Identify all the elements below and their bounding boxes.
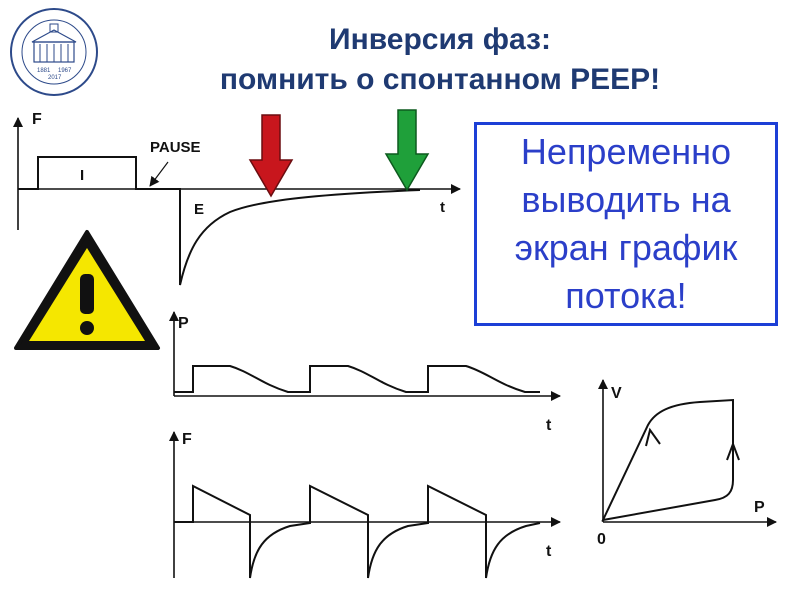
pressure-curve [174, 365, 540, 393]
pressure-x-label: t [546, 417, 552, 434]
title-line-2: помнить о спонтанном PEEP! [219, 63, 661, 96]
note-line-4: потока! [565, 275, 687, 316]
loop-arrow-down [645, 427, 661, 447]
red-arrow-down-icon [248, 114, 294, 198]
inspiration-label: I [80, 167, 84, 184]
loop-y-label: V [611, 385, 622, 402]
university-logo-icon: 1881 1967 2017 [10, 8, 98, 96]
loop-origin-label: 0 [597, 531, 606, 548]
green-arrow-down-icon [384, 109, 430, 192]
pressure-y-label: P [178, 315, 189, 332]
warning-icon [14, 230, 160, 350]
logo-year-bottom: 2017 [48, 75, 62, 81]
flow-x-label: t [440, 199, 445, 216]
flow-y-label: F [32, 111, 42, 128]
loop-x-label: P [754, 499, 765, 516]
flow2-curve [174, 484, 541, 579]
slide-title: Инверсия фаз: помнить о спонтанном PEEP! [110, 20, 770, 100]
note-box: Непременно выводить на экран график пото… [474, 122, 778, 326]
pause-label: PAUSE [150, 139, 201, 156]
loop-arrow-up [726, 441, 740, 461]
pv-loop-chart: V P 0 [597, 379, 777, 548]
title-line-1: Инверсия фаз: [329, 23, 551, 56]
pause-pointer-arrow [149, 161, 169, 187]
note-line-3: экран график [514, 227, 738, 268]
flow-chart-bottom: F t [169, 431, 561, 579]
pressure-chart: P t [169, 311, 561, 434]
expiration-label: E [194, 201, 204, 218]
flow2-x-label: t [546, 543, 552, 560]
flow-curve [18, 156, 421, 286]
loop-curve [601, 398, 734, 522]
flow2-y-label: F [182, 431, 192, 448]
logo-year-right: 1967 [58, 68, 72, 74]
logo-year-left: 1881 [37, 68, 51, 74]
flow-chart-top: F t I PAUSE E [13, 111, 461, 286]
note-line-1: Непременно [520, 131, 732, 172]
note-line-2: выводить на [521, 179, 731, 220]
